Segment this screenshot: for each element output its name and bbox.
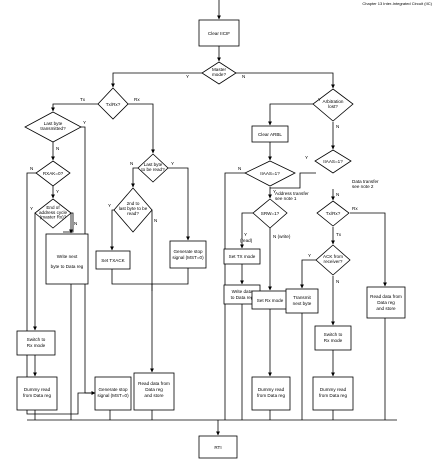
label-ack-n: N bbox=[336, 279, 339, 284]
label-second-n: N bbox=[154, 218, 157, 223]
node-set-tx-mode: Set TX mode bbox=[223, 248, 261, 265]
label-ack-y: Y bbox=[308, 253, 311, 258]
label-iaasr-y: Y bbox=[305, 155, 308, 160]
label-txrxr-tx: Tx bbox=[336, 232, 342, 237]
label-lastread-n: N bbox=[130, 161, 133, 166]
node-set-rx-mode: Set Rx mode bbox=[251, 290, 289, 310]
label-master-y: Y bbox=[186, 74, 189, 79]
label-rxak-y: Y bbox=[56, 189, 59, 194]
label-txrx-rx: Rx bbox=[134, 97, 140, 102]
node-tx-rx-right: Tx/Rx? bbox=[316, 200, 350, 227]
label-rxak-n: N bbox=[30, 166, 33, 171]
node-rxak: RXAK=0? bbox=[35, 160, 71, 187]
node-iaas-left: IIAAS=1? bbox=[244, 160, 296, 187]
label-iaasl-n: N bbox=[238, 166, 241, 171]
svg-text:Clear IICIF: Clear IICIF bbox=[208, 31, 230, 36]
node-srw: SRW=1? bbox=[252, 198, 288, 229]
label-arb-n: N bbox=[336, 124, 339, 129]
svg-text:Set Rx mode: Set Rx mode bbox=[257, 298, 284, 303]
svg-text:Tx/Rx?: Tx/Rx? bbox=[106, 102, 121, 107]
node-rti: RTI bbox=[198, 435, 238, 459]
label-lastread-y: Y bbox=[171, 161, 174, 166]
label-txrxr-rx: Rx bbox=[352, 206, 358, 211]
svg-text:Set TX mode: Set TX mode bbox=[229, 254, 256, 259]
svg-text:RTI: RTI bbox=[214, 445, 221, 450]
svg-text:IIAAS=1?: IIAAS=1? bbox=[260, 171, 280, 176]
label-endaddr-y: Y bbox=[30, 206, 33, 211]
node-clear-arbl: Clear ARBL bbox=[251, 125, 289, 143]
label-arb-y: Y bbox=[318, 97, 321, 102]
svg-text:Set TXACK: Set TXACK bbox=[101, 258, 125, 263]
label-iaasl-y: Y bbox=[273, 189, 276, 194]
label-srw-read: (read) bbox=[240, 238, 253, 243]
node-iaas-right: IIAAS=1? bbox=[314, 149, 352, 174]
label-master-n: N bbox=[242, 74, 245, 79]
label-second-y: Y bbox=[108, 203, 111, 208]
label-iaasr-n: N bbox=[336, 192, 339, 197]
svg-text:IIAAS=1?: IIAAS=1? bbox=[323, 159, 343, 164]
label-endaddr-n: N bbox=[74, 221, 77, 226]
node-set-txack: Set TXACK bbox=[95, 250, 131, 270]
node-clear-iicif: Clear IICIF bbox=[198, 19, 240, 47]
node-tx-rx-left: Tx/Rx? bbox=[97, 87, 129, 120]
svg-text:RXAK=0?: RXAK=0? bbox=[43, 171, 64, 176]
svg-text:Clear ARBL: Clear ARBL bbox=[258, 132, 282, 137]
svg-text:Tx/Rx?: Tx/Rx? bbox=[326, 211, 341, 216]
branch-labels: Y N Tx Rx Y N N Y Y N N Y Y N Y N N Y Y … bbox=[30, 74, 379, 284]
svg-text:SRW=1?: SRW=1? bbox=[261, 211, 280, 216]
label-lastbyte-y: Y bbox=[83, 120, 86, 125]
label-srw-y: Y bbox=[244, 232, 247, 237]
page-header: Chapter 13 Inter-Integrated Circuit (IIC… bbox=[362, 1, 432, 6]
label-srw-write: N (write) bbox=[273, 234, 291, 239]
label-lastbyte-n: N bbox=[56, 146, 59, 151]
label-txrx-tx: Tx bbox=[80, 97, 86, 102]
